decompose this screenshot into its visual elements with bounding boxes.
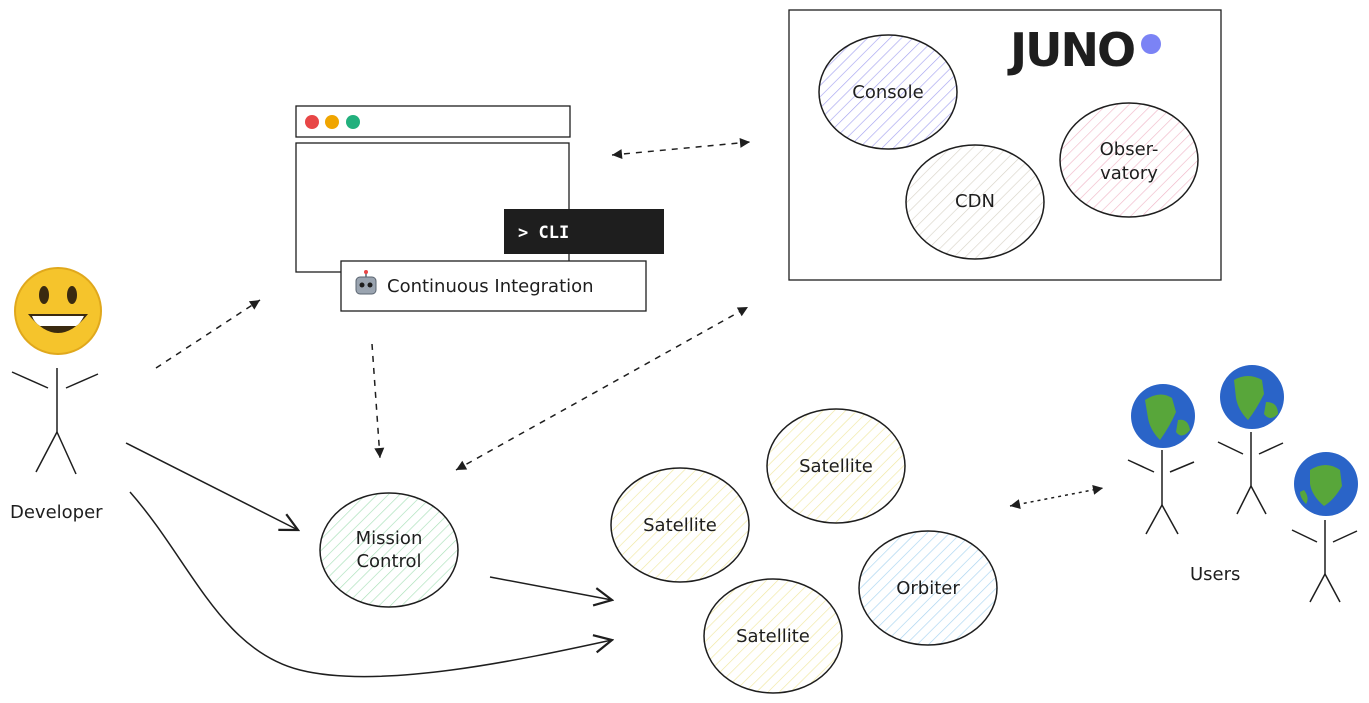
user-figure xyxy=(1291,452,1358,603)
satellite-node: Satellite xyxy=(610,467,750,583)
logo-dot-icon xyxy=(1141,34,1161,54)
ci-label: Continuous Integration xyxy=(387,276,594,297)
users-group: Users xyxy=(1127,365,1358,603)
robot-icon xyxy=(355,270,377,295)
cli-badge: > CLI xyxy=(504,209,664,254)
ci-badge: Continuous Integration xyxy=(340,260,647,312)
arrow-developer-to-terminal xyxy=(155,299,261,369)
developer-figure: Developer xyxy=(10,267,103,523)
juno-panel: JUNO Console CDN Obser- vatory xyxy=(788,9,1222,281)
orbiter-node: Orbiter xyxy=(858,530,998,646)
arrow-mission-control-to-satellites xyxy=(489,576,612,600)
arrow-satellites-users xyxy=(1009,484,1104,510)
maximize-dot-icon xyxy=(346,115,360,129)
connectors xyxy=(125,137,1104,678)
mission-control-label-line2: Control xyxy=(356,551,421,572)
arrow-developer-to-satellites xyxy=(129,491,612,678)
observatory-label-line1: Obser- xyxy=(1100,139,1159,160)
satellite-label: Satellite xyxy=(643,515,717,536)
users-label: Users xyxy=(1190,564,1240,585)
user-figure xyxy=(1217,365,1284,515)
minimize-dot-icon xyxy=(325,115,339,129)
satellite-label: Satellite xyxy=(799,456,873,477)
close-dot-icon xyxy=(305,115,319,129)
stick-figure-icon xyxy=(11,368,99,475)
user-figure xyxy=(1127,384,1195,535)
globe-icon xyxy=(1294,452,1358,516)
arrow-mission-control-juno xyxy=(455,306,749,471)
cdn-node: CDN xyxy=(905,144,1045,260)
observatory-label-line2: vatory xyxy=(1100,163,1158,184)
arrow-terminal-to-mission-control xyxy=(371,343,385,459)
globe-icon xyxy=(1220,365,1284,429)
observatory-node: Obser- vatory xyxy=(1059,102,1199,218)
console-node: Console xyxy=(818,34,958,150)
arrow-developer-to-mission-control xyxy=(125,442,298,530)
smiley-face-icon xyxy=(14,267,102,355)
satellite-node: Satellite xyxy=(703,578,843,694)
mission-control-label-line1: Mission xyxy=(356,528,423,549)
globe-icon xyxy=(1131,384,1195,448)
juno-logo-text: JUNO xyxy=(1007,23,1134,77)
window-titlebar xyxy=(295,105,571,138)
developer-label: Developer xyxy=(10,502,103,523)
mission-control-node: Mission Control xyxy=(319,492,459,608)
arrow-terminal-juno xyxy=(611,137,751,160)
orbiter-label: Orbiter xyxy=(896,578,960,599)
console-label: Console xyxy=(852,82,923,103)
satellite-label: Satellite xyxy=(736,626,810,647)
terminal-window: > CLI Continuous Integration xyxy=(295,105,664,312)
cli-label: > CLI xyxy=(518,223,569,243)
juno-logo: JUNO xyxy=(1007,23,1161,77)
cdn-label: CDN xyxy=(955,191,995,212)
satellite-node: Satellite xyxy=(766,408,906,524)
